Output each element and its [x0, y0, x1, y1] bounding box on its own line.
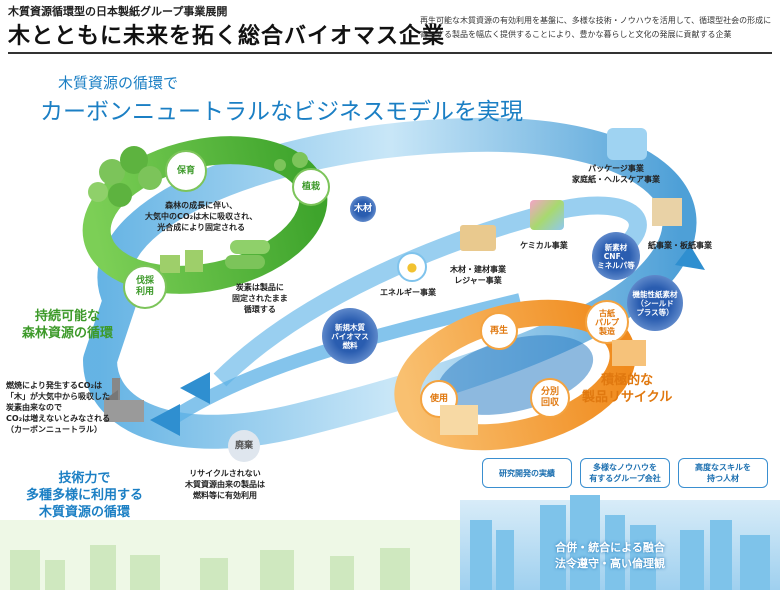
- foundation-label: 合併・統合による融合 法令遵守・高い倫理観: [555, 541, 665, 570]
- town-left: [10, 545, 410, 590]
- arrow-down-right: [675, 245, 705, 270]
- paper-business: 紙事業・板紙事業: [648, 241, 712, 250]
- biomass-fuel-badge: 新規木質 バイオマス 燃料: [322, 308, 378, 364]
- factory: [104, 378, 144, 422]
- lumber-business: 木材・建材事業 レジャー事業: [450, 265, 506, 285]
- hoiku-badge: 保育: [165, 150, 207, 192]
- co2-neutral-text: 燃焼により発生するCO₂は 「木」が大気中から吸収した 炭素由来なので CO₂は…: [6, 381, 111, 434]
- carbon-text: 炭素は製品に 固定されたまま 循環する: [232, 283, 288, 314]
- cardboard-box-icon: [652, 198, 682, 226]
- strength-rd: 研究開発の実績: [482, 458, 572, 488]
- outer-blue-loop: [83, 117, 697, 449]
- strength-group: 多様なノウハウを 有するグループ会社: [580, 458, 670, 488]
- recycled-pulp-bales-icon: [612, 340, 646, 366]
- pulp-label: パルプ: [497, 159, 525, 169]
- arrow-left-1: [180, 372, 210, 404]
- wood-badge: 木材: [350, 196, 376, 222]
- subtitle-line1: 木質資源の循環で: [58, 74, 179, 92]
- non-recycle-text: リサイクルされない 木質資源由来の製品は 燃料等に有効利用: [185, 469, 265, 500]
- chemical-cubes-icon: [530, 200, 564, 230]
- bassai-badge: 伐採 利用: [123, 265, 167, 309]
- growth-text: 森林の成長に伴い、 大気中のCO₂は木に吸収され、 光合成により固定される: [145, 201, 258, 232]
- header-pre-title: 木質資源循環型の日本製紙グループ事業展開: [8, 5, 228, 18]
- inner-blue-sweep: [213, 196, 647, 387]
- bunbetsu-badge: 分別 回収: [530, 378, 570, 418]
- cnf-badge: 新素材 CNF、 ミネルパ等: [592, 232, 640, 280]
- paper-products-icon: [440, 405, 478, 435]
- functional-material-badge: 機能性紙素材 （シールド プラス等）: [627, 275, 683, 331]
- lightbulb-icon: ●: [397, 252, 427, 282]
- city-buildings: [470, 495, 770, 590]
- forest-cycle-label: 持続可能な 森林資源の循環: [22, 309, 114, 341]
- header-description: 再生可能な木質資源の有効利用を基盤に、多様な技術・ノウハウを活用して、循環型社会…: [420, 16, 772, 39]
- header-divider: [8, 52, 772, 54]
- saisei-badge: 再生: [480, 312, 518, 350]
- strength-people: 高度なスキルを 持つ人材: [678, 458, 768, 488]
- energy-business: エネルギー事業: [380, 288, 436, 297]
- forest-trees: [88, 146, 308, 207]
- shokusai-badge: 植栽: [292, 168, 330, 206]
- lumber-icon: [460, 225, 496, 251]
- package-business: パッケージ事業 家庭紙・ヘルスケア事業: [572, 164, 660, 184]
- shiyo-badge: 使用: [420, 380, 458, 418]
- subtitle-line2: カーボンニュートラルなビジネスモデルを実現: [40, 99, 523, 125]
- arrow-left-2: [150, 404, 180, 436]
- package-icon: [607, 128, 647, 160]
- tech-cycle-label: 技術力で 多種多様に利用する 木質資源の循環: [26, 471, 144, 520]
- page-title: 木とともに未来を拓く総合バイオマス企業: [8, 24, 446, 49]
- haiki-badge: 廃棄: [228, 430, 260, 462]
- logs: [160, 240, 270, 273]
- koshi-pulp-badge: 古紙 パルプ 製造: [585, 300, 629, 344]
- recycle-label: 積極的な 製品リサイクル: [582, 373, 673, 405]
- chemical-business: ケミカル事業: [520, 241, 568, 250]
